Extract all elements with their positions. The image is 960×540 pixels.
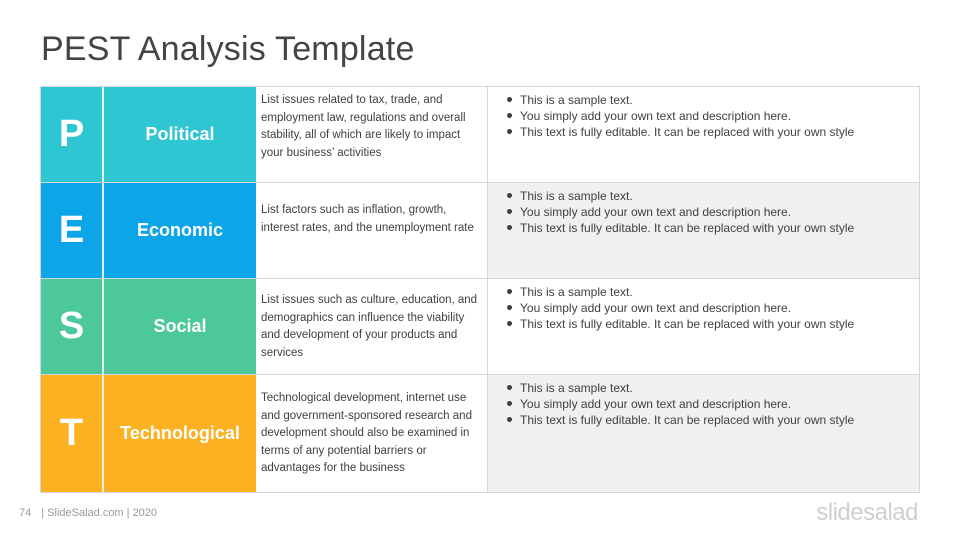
letter-tile: E (41, 183, 104, 278)
factor-label: Technological (104, 375, 256, 492)
pest-row-technological: T Technological Technological developmen… (41, 374, 919, 492)
bullet-list: This is a sample text. You simply add yo… (506, 188, 909, 236)
factor-label: Social (104, 279, 256, 374)
bullet-list: This is a sample text. You simply add yo… (506, 92, 909, 140)
letter-tile: P (41, 87, 104, 182)
factor-description: Technological development, internet use … (256, 375, 488, 492)
slide-title: PEST Analysis Template (41, 30, 415, 68)
bullet-item: This text is fully editable. It can be r… (506, 124, 909, 140)
bullet-item: This text is fully editable. It can be r… (506, 316, 909, 332)
factor-label: Economic (104, 183, 256, 278)
bullet-list: This is a sample text. You simply add yo… (506, 380, 909, 428)
bullet-item: This is a sample text. (506, 380, 909, 396)
bullet-list-cell: This is a sample text. You simply add yo… (488, 375, 919, 492)
bullet-item: This text is fully editable. It can be r… (506, 412, 909, 428)
bullet-list: This is a sample text. You simply add yo… (506, 284, 909, 332)
bullet-item: This text is fully editable. It can be r… (506, 220, 909, 236)
bullet-item: You simply add your own text and descrip… (506, 396, 909, 412)
slide-footer: 74 | SlideSalad.com | 2020 (19, 507, 157, 519)
letter-tile: T (41, 375, 104, 492)
pest-row-economic: E Economic List factors such as inflatio… (41, 182, 919, 278)
brand-logo: slidesalad (816, 499, 918, 526)
pest-row-political: P Political List issues related to tax, … (41, 87, 919, 182)
bullet-item: This is a sample text. (506, 284, 909, 300)
factor-description: List issues such as culture, education, … (256, 279, 488, 374)
bullet-item: You simply add your own text and descrip… (506, 204, 909, 220)
bullet-item: You simply add your own text and descrip… (506, 108, 909, 124)
letter-tile: S (41, 279, 104, 374)
bullet-list-cell: This is a sample text. You simply add yo… (488, 183, 919, 278)
factor-description: List issues related to tax, trade, and e… (256, 87, 488, 182)
bullet-item: This is a sample text. (506, 188, 909, 204)
bullet-list-cell: This is a sample text. You simply add yo… (488, 279, 919, 374)
pest-table: P Political List issues related to tax, … (40, 86, 920, 493)
factor-label: Political (104, 87, 256, 182)
bullet-item: This is a sample text. (506, 92, 909, 108)
factor-description: List factors such as inflation, growth, … (256, 183, 488, 278)
footer-credit: | SlideSalad.com | 2020 (41, 507, 158, 519)
pest-row-social: S Social List issues such as culture, ed… (41, 278, 919, 374)
bullet-list-cell: This is a sample text. You simply add yo… (488, 87, 919, 182)
bullet-item: You simply add your own text and descrip… (506, 300, 909, 316)
page-number: 74 (19, 507, 32, 519)
